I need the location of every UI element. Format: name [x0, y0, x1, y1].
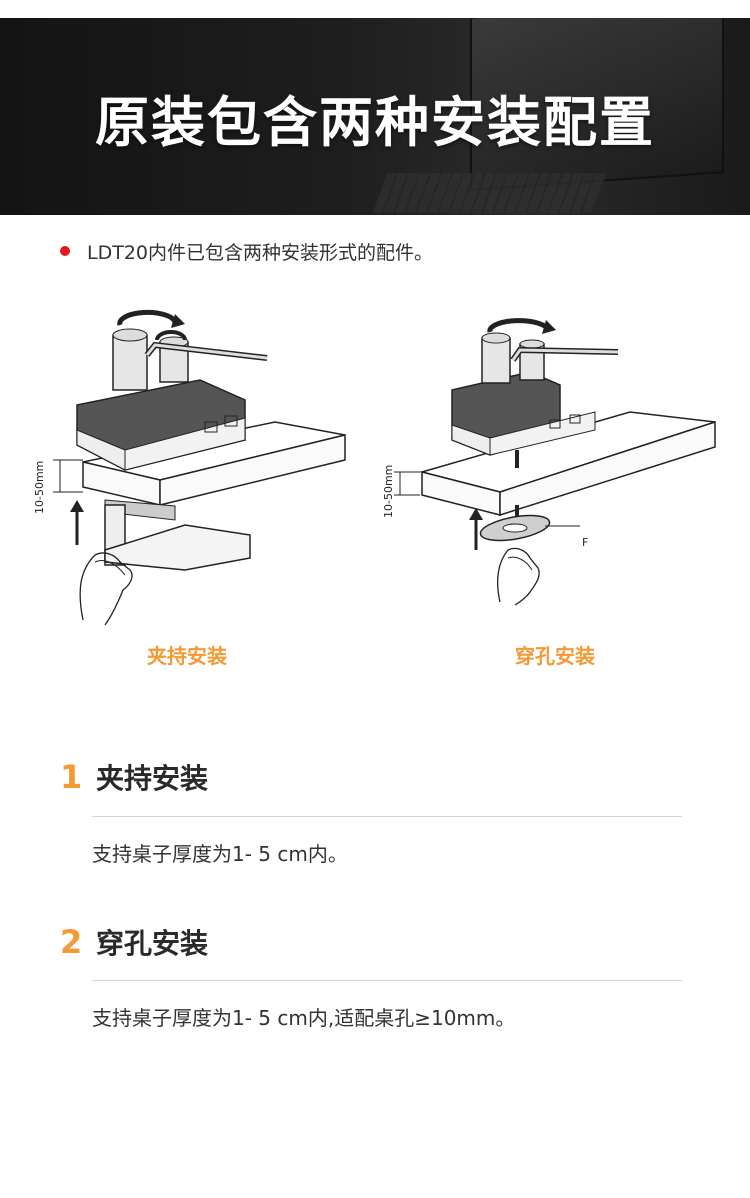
header-banner: 原装包含两种安装配置 — [0, 18, 750, 215]
clamp-install-diagram: 10-50mm — [33, 309, 346, 626]
keyboard-background-image — [372, 173, 608, 213]
through-hole-install-diagram: F 10-50mm — [382, 318, 716, 606]
section-title: 穿孔安装 — [96, 927, 209, 960]
intro-text: LDT20内件已包含两种安装形式的配件。 — [87, 241, 433, 264]
section-clamp-heading: 1 夹持安装 — [60, 757, 208, 797]
section-title: 夹持安装 — [96, 762, 209, 795]
section-number: 1 — [60, 758, 83, 796]
hole-dimension-label: 10-50mm — [382, 465, 395, 518]
intro-bullet: LDT20内件已包含两种安装形式的配件。 — [60, 236, 433, 266]
page-title: 原装包含两种安装配置 — [95, 91, 655, 154]
section-number: 2 — [60, 923, 83, 961]
divider — [92, 816, 682, 817]
section-description: 支持桌子厚度为1- 5 cm内。 — [92, 842, 348, 866]
clamp-dimension-label: 10-50mm — [33, 461, 46, 514]
section-through-hole-heading: 2 穿孔安装 — [60, 922, 208, 962]
through-hole-install-caption: 穿孔安装 — [515, 644, 595, 668]
section-description: 支持桌子厚度为1- 5 cm内,适配桌孔≥10mm。 — [92, 1006, 516, 1030]
bullet-dot-icon — [60, 246, 70, 256]
clamp-install-caption: 夹持安装 — [147, 644, 227, 668]
part-f-label: F — [582, 536, 588, 549]
divider — [92, 980, 682, 981]
